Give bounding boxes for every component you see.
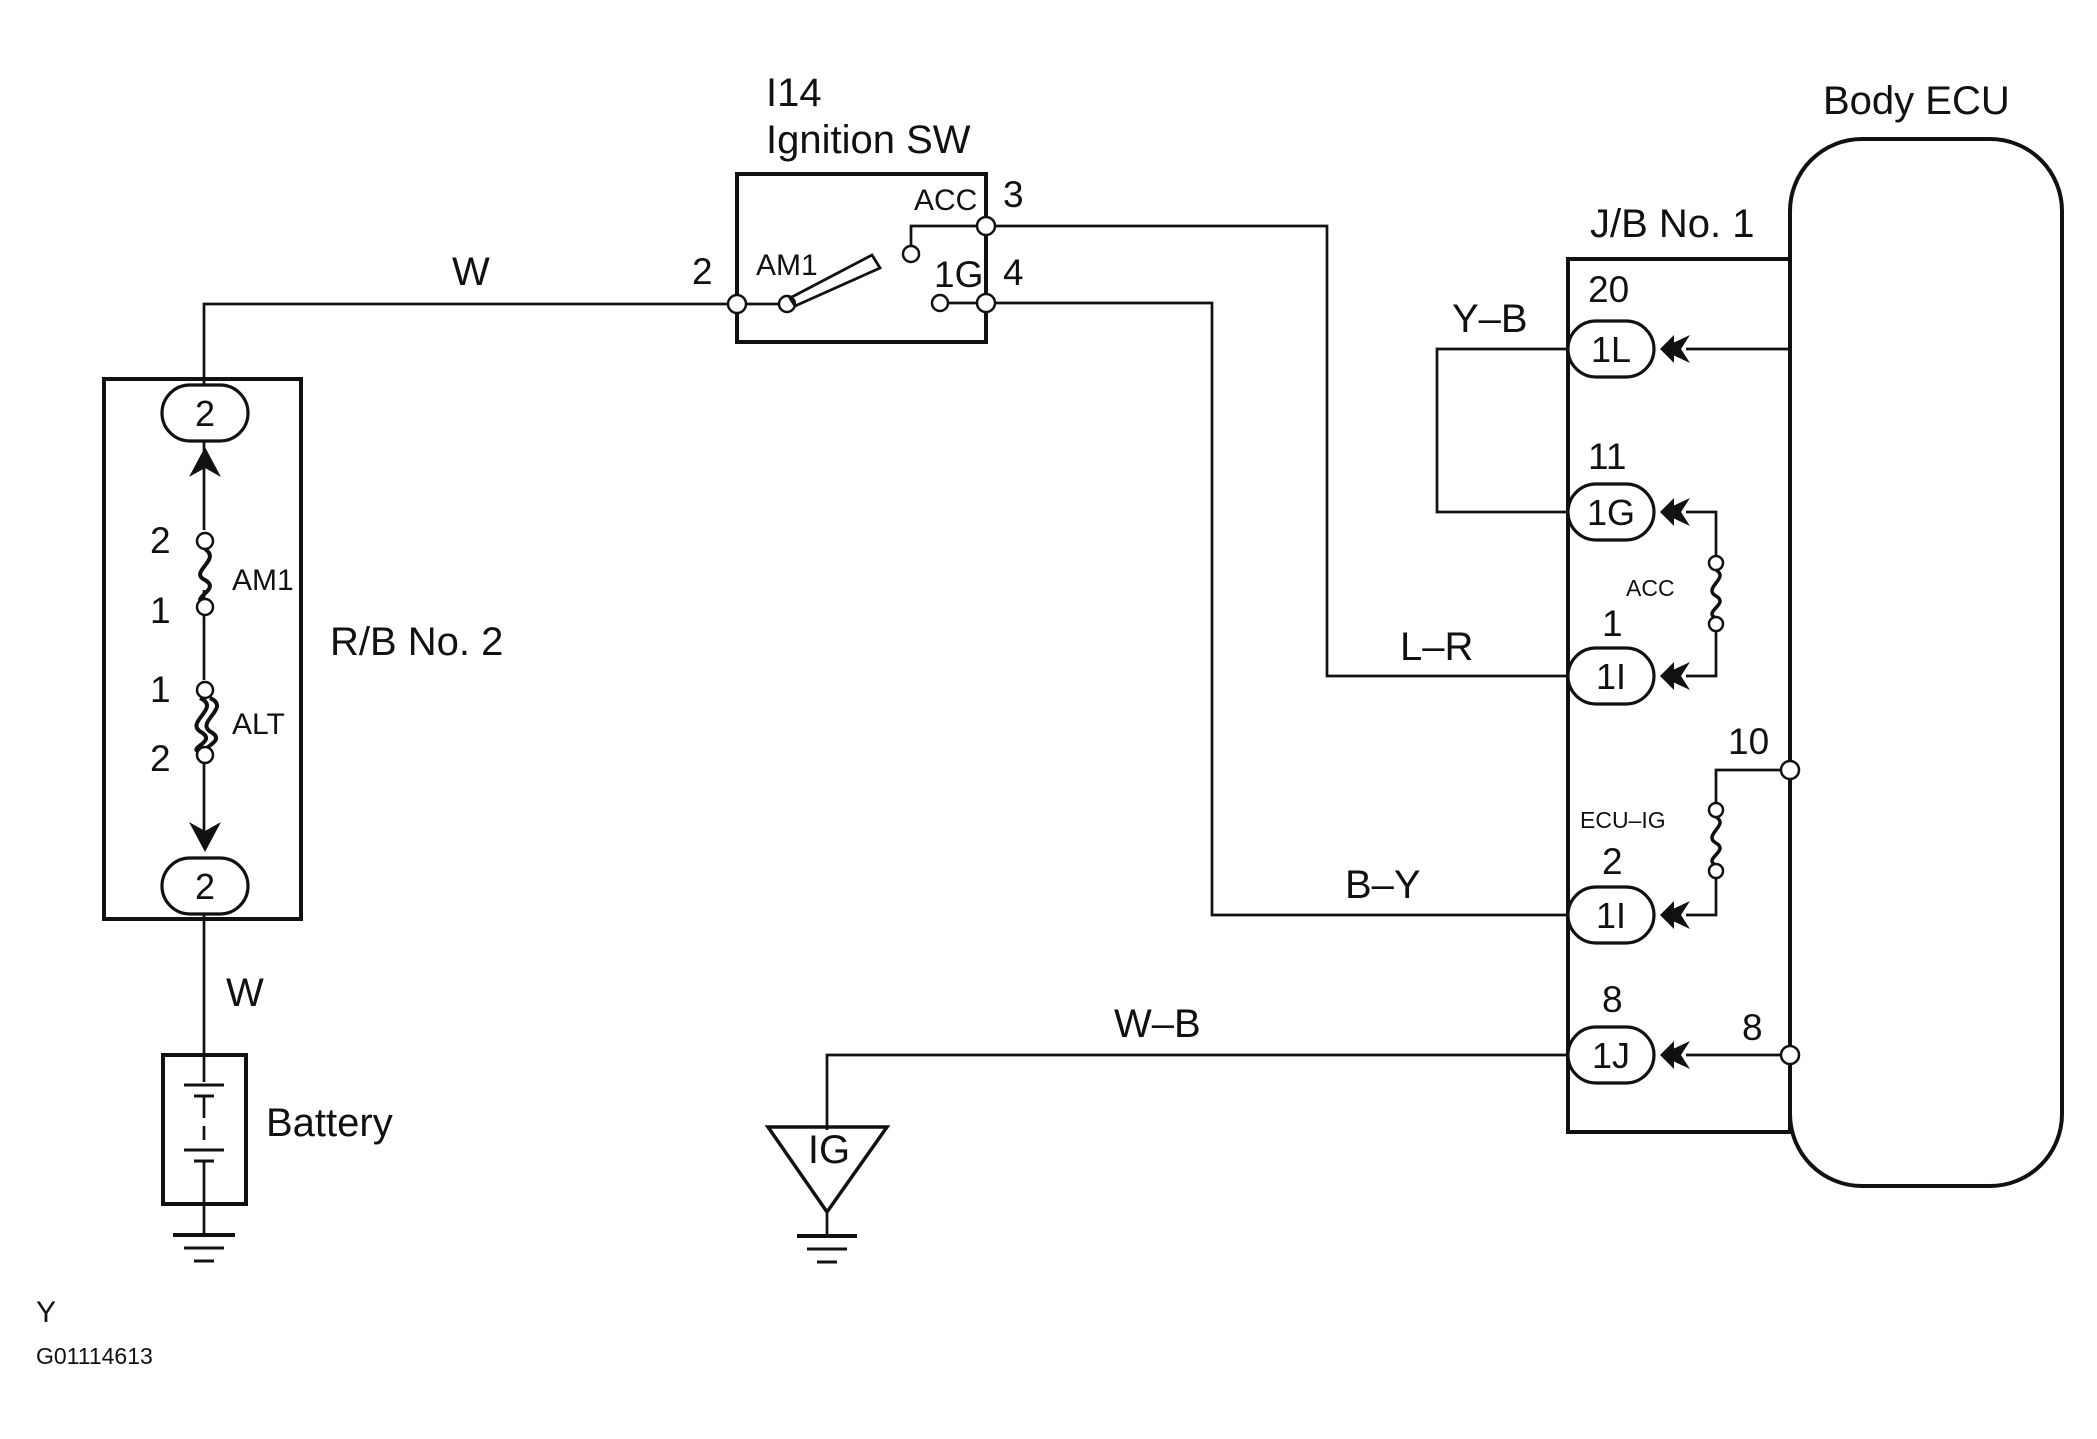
rb-bottom-arrow xyxy=(189,822,221,852)
body-ecu-pin-ig-terminal xyxy=(1779,759,1801,781)
wire-jumper-1l-1g-label: Y–B xyxy=(1452,297,1528,341)
ground-point-triangle xyxy=(764,1125,891,1216)
jb-1i-acc-arrow xyxy=(1660,662,1690,690)
jb-fuse-acc-bottom xyxy=(1707,615,1725,633)
wire-ground-label: W–B xyxy=(1114,1002,1201,1046)
fuse-am1-pin-bottom: 1 xyxy=(150,590,171,631)
rb-top-arrow xyxy=(189,447,221,477)
jb-connector-1i-ig-label: 1I xyxy=(1596,895,1626,936)
jb-connector-1g-label: 1G xyxy=(1587,492,1635,533)
junction-block-name: J/B No. 1 xyxy=(1590,202,1755,246)
junction-block-jb-no-1: 1L 20 1G 11 ACC 1I 1 ECU–IG 1I 2 xyxy=(1566,257,1792,1134)
body-ecu-name: Body ECU xyxy=(1823,79,2010,123)
wire-acc-feed-label: L–R xyxy=(1400,625,1473,669)
jb-connector-1i-acc-label: 1I xyxy=(1596,656,1626,697)
wire-jumper-1l-1g xyxy=(1435,347,1568,514)
jb-connector-1j xyxy=(1566,1025,1656,1085)
jb-connector-1i-acc xyxy=(1566,646,1656,706)
ignition-switch-name: Ignition SW xyxy=(766,118,971,162)
jb-connector-1g xyxy=(1566,482,1656,542)
wire-battery-to-rb-label: W xyxy=(226,971,264,1015)
jb-connector-1l xyxy=(1566,319,1656,379)
footer-letter: Y xyxy=(36,1296,56,1329)
ignition-pin-am1: 2 xyxy=(692,251,713,292)
footer-figure-id: G01114613 xyxy=(36,1343,153,1369)
fuse-am1-pin-top: 2 xyxy=(150,520,171,561)
fuse-alt-pin-top: 1 xyxy=(150,669,171,710)
jb-connector-1l-pin: 20 xyxy=(1588,269,1629,310)
ground-point-ig xyxy=(764,1125,891,1264)
fuse-alt xyxy=(194,680,219,765)
jb-connector-1j-label: 1J xyxy=(1592,1035,1630,1076)
ignition-pin-acc: 3 xyxy=(1003,174,1024,215)
fuse-am1-label: AM1 xyxy=(232,564,294,597)
ignition-pin-am1-terminal xyxy=(726,293,748,315)
battery-label: Battery xyxy=(266,1101,393,1145)
ignition-contact-ig-label: 1G xyxy=(934,254,983,295)
wire-ground xyxy=(825,1053,1568,1130)
relay-block-rb-no-2: 2 2 2 1 AM1 1 2 ALT xyxy=(102,377,303,921)
rb-connector-bottom-pin: 2 xyxy=(195,866,215,907)
wire-rb-to-ignition xyxy=(202,302,737,385)
battery xyxy=(161,1053,248,1235)
ignition-switch xyxy=(726,172,997,344)
jb-connector-1i-acc-pin: 1 xyxy=(1602,603,1623,644)
wire-acc-feed xyxy=(995,224,1568,678)
jb-connector-1l-label: 1L xyxy=(1591,329,1631,370)
relay-block-outline xyxy=(102,377,303,921)
ignition-ig-contact xyxy=(930,293,950,313)
jb-fuse-ecu-ig-label: ECU–IG xyxy=(1580,807,1666,833)
jb-fuse-ecu-ig xyxy=(1710,815,1722,867)
battery-ground-icon xyxy=(173,1233,235,1263)
fuse-alt-label: ALT xyxy=(232,708,285,741)
ignition-pin-acc-terminal xyxy=(975,215,997,237)
wire-ig-feed-label: B–Y xyxy=(1345,863,1421,907)
jb-1g-arrow xyxy=(1660,498,1690,526)
jb-connector-1i-ig xyxy=(1566,885,1656,945)
ignition-pin-ig: 4 xyxy=(1003,252,1024,293)
ground-point-label: IG xyxy=(808,1128,850,1172)
body-ecu xyxy=(1779,137,2064,1188)
jb-1j-arrow xyxy=(1660,1041,1690,1069)
body-ecu-pin-gnd: 8 xyxy=(1742,1007,1763,1048)
ignition-contact-am1-label: AM1 xyxy=(756,249,818,282)
jb-fuse-acc xyxy=(1710,568,1722,620)
jb-connector-1i-ig-pin: 2 xyxy=(1602,841,1623,882)
rb-connector-top-pin: 2 xyxy=(195,393,215,434)
body-ecu-pin-gnd-terminal xyxy=(1779,1044,1801,1066)
jb-connector-1g-pin: 11 xyxy=(1588,436,1626,477)
fuse-alt-pin-bottom: 2 xyxy=(150,738,171,779)
jb-1i-ig-arrow xyxy=(1660,901,1690,929)
wire-rb-to-ignition-label: W xyxy=(452,250,490,294)
ignition-switch-blade xyxy=(788,253,883,308)
jb-fuse-acc-top xyxy=(1707,554,1725,572)
jb-fuse-ecu-ig-top xyxy=(1707,801,1725,819)
body-ecu-outline xyxy=(1788,137,2064,1188)
ignition-acc-contact xyxy=(901,244,921,264)
jb-1l-arrow xyxy=(1660,335,1690,363)
body-ecu-pin-ig: 10 xyxy=(1728,721,1769,762)
ignition-contact-acc-label: ACC xyxy=(914,184,977,217)
ignition-switch-code: I14 xyxy=(766,71,822,115)
wire-ig-feed xyxy=(995,301,1568,917)
jb-connector-1j-pin: 8 xyxy=(1602,979,1623,1020)
jb-fuse-ecu-ig-bottom xyxy=(1707,862,1725,880)
fuse-am1 xyxy=(195,530,215,617)
jb-fuse-acc-label: ACC xyxy=(1626,575,1675,601)
relay-block-name: R/B No. 2 xyxy=(330,620,503,664)
ignition-pin-ig-terminal xyxy=(975,292,997,314)
